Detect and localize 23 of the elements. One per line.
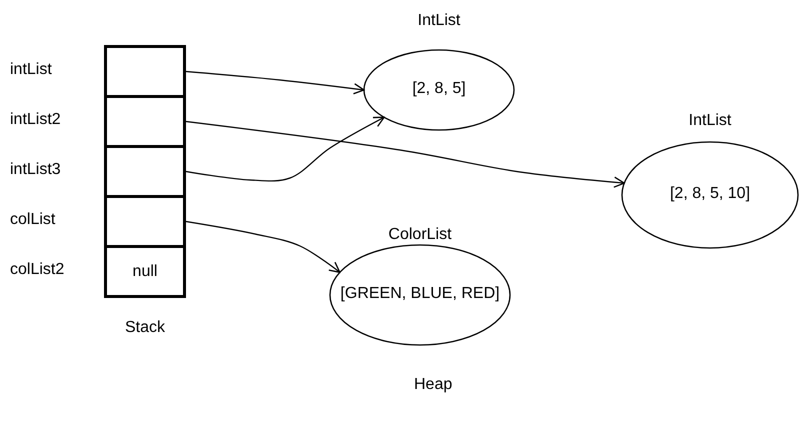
- variable-name: colList2: [10, 261, 64, 279]
- arrow: [186, 120, 625, 188]
- stack-cell: [104, 195, 186, 248]
- stack-cell: [104, 145, 186, 198]
- variable-name: intList2: [10, 111, 61, 129]
- cell-value: null: [132, 262, 158, 280]
- class-name: IntList: [416, 12, 462, 30]
- list-value: [2, 8, 5]: [411, 80, 467, 98]
- area-label: Heap: [414, 376, 452, 394]
- stack-cell: [104, 95, 186, 148]
- stack-cell: [104, 245, 186, 298]
- arrow: [186, 116, 385, 182]
- variable-name: intList3: [10, 161, 61, 179]
- stack-cell: [104, 45, 186, 98]
- variable-name: intList: [10, 61, 52, 79]
- list-value: [GREEN, BLUE, RED]: [339, 285, 501, 303]
- arrow: [186, 220, 340, 273]
- list-value: [2, 8, 5, 10]: [668, 185, 752, 203]
- class-name: ColorList: [387, 226, 453, 244]
- stack-label: Stack: [124, 319, 166, 337]
- class-name: IntList: [688, 112, 732, 130]
- variable-name: colList: [10, 211, 56, 229]
- arrow: [186, 70, 365, 94]
